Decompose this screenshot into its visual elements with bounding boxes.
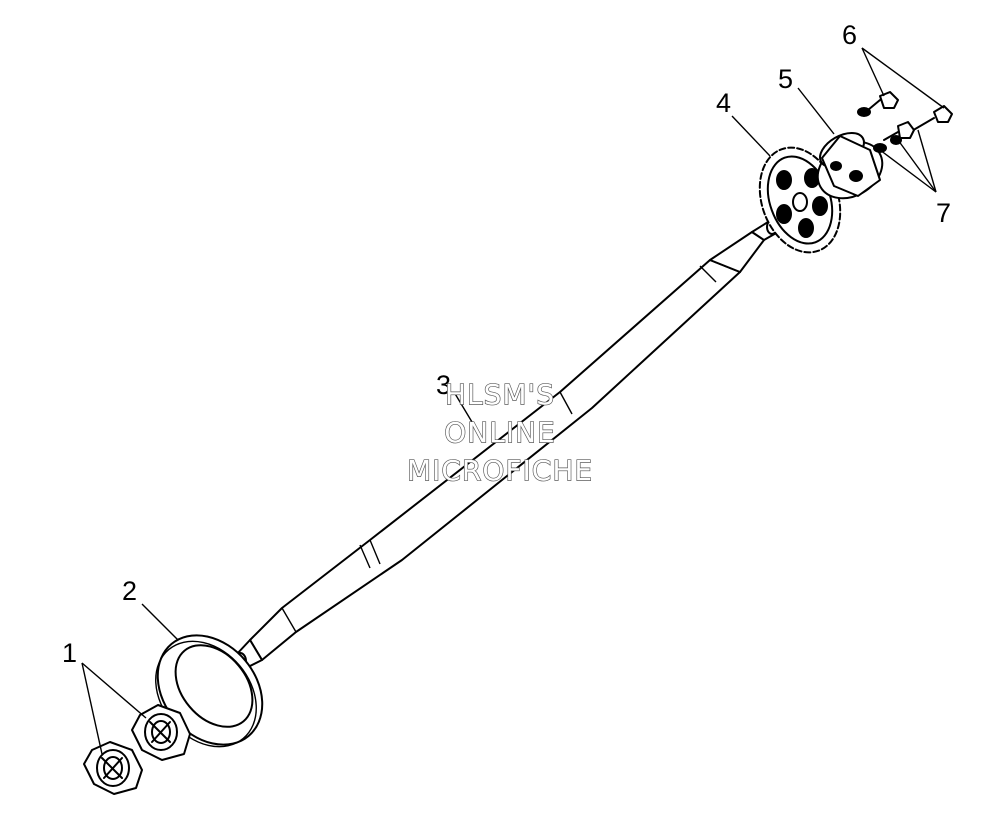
bolt-lower-part-6: [909, 105, 953, 133]
bolt-middle-part-6: [883, 121, 915, 141]
callout-3: 3: [436, 370, 451, 400]
callout-5: 5: [778, 64, 793, 94]
watermark-line-1: HLSM'S: [445, 378, 555, 411]
bolt-upper-part-6: [867, 91, 899, 111]
watermark: HLSM'S ONLINE MICROFICHE: [406, 377, 593, 487]
nut-outer-part-1: [83, 741, 143, 795]
leader-lines: [81, 47, 945, 755]
callout-6: 6: [842, 20, 857, 50]
watermark-line-2: ONLINE: [444, 416, 555, 449]
nut-inner-part-1: [131, 704, 191, 761]
washer-part-2: [155, 634, 264, 748]
callout-2: 2: [122, 576, 137, 606]
hub-part-5: [816, 131, 884, 200]
lock-washers-part-7: [857, 107, 902, 153]
callout-7: 7: [936, 198, 951, 228]
watermark-line-3: MICROFICHE: [407, 454, 593, 487]
callout-1: 1: [62, 638, 77, 668]
callout-4: 4: [716, 88, 731, 118]
